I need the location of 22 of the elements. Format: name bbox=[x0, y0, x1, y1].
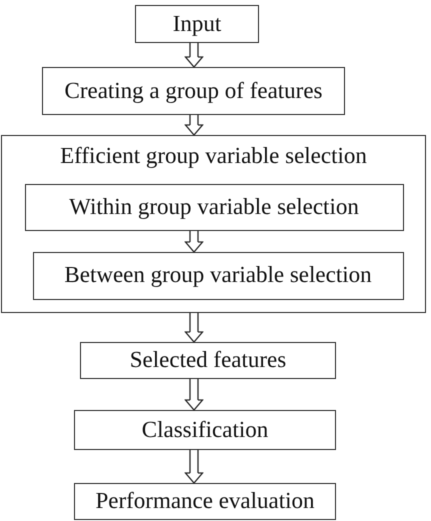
group-box bbox=[1, 135, 426, 313]
block-arrow bbox=[184, 114, 204, 136]
step-label: Between group variable selection bbox=[64, 262, 372, 289]
process-box bbox=[24, 184, 404, 230]
block-arrow bbox=[184, 378, 204, 411]
block-arrow bbox=[184, 230, 204, 253]
block-arrow bbox=[184, 42, 204, 68]
step-label: Creating a group of features bbox=[64, 78, 322, 104]
process-box bbox=[80, 342, 336, 379]
group-title: Efficient group variable selection bbox=[60, 143, 367, 170]
step-label: Within group variable selection bbox=[69, 194, 359, 220]
step-label: Performance evaluation bbox=[95, 488, 315, 515]
process-box bbox=[74, 410, 336, 450]
process-box bbox=[32, 252, 404, 300]
block-arrow bbox=[184, 449, 204, 484]
step-label: Input bbox=[172, 10, 222, 38]
process-box bbox=[135, 5, 259, 43]
block-arrow bbox=[184, 312, 204, 343]
step-label: Classification bbox=[142, 416, 268, 444]
process-box bbox=[42, 67, 345, 115]
process-box bbox=[74, 483, 336, 520]
step-label: Selected features bbox=[130, 347, 286, 374]
